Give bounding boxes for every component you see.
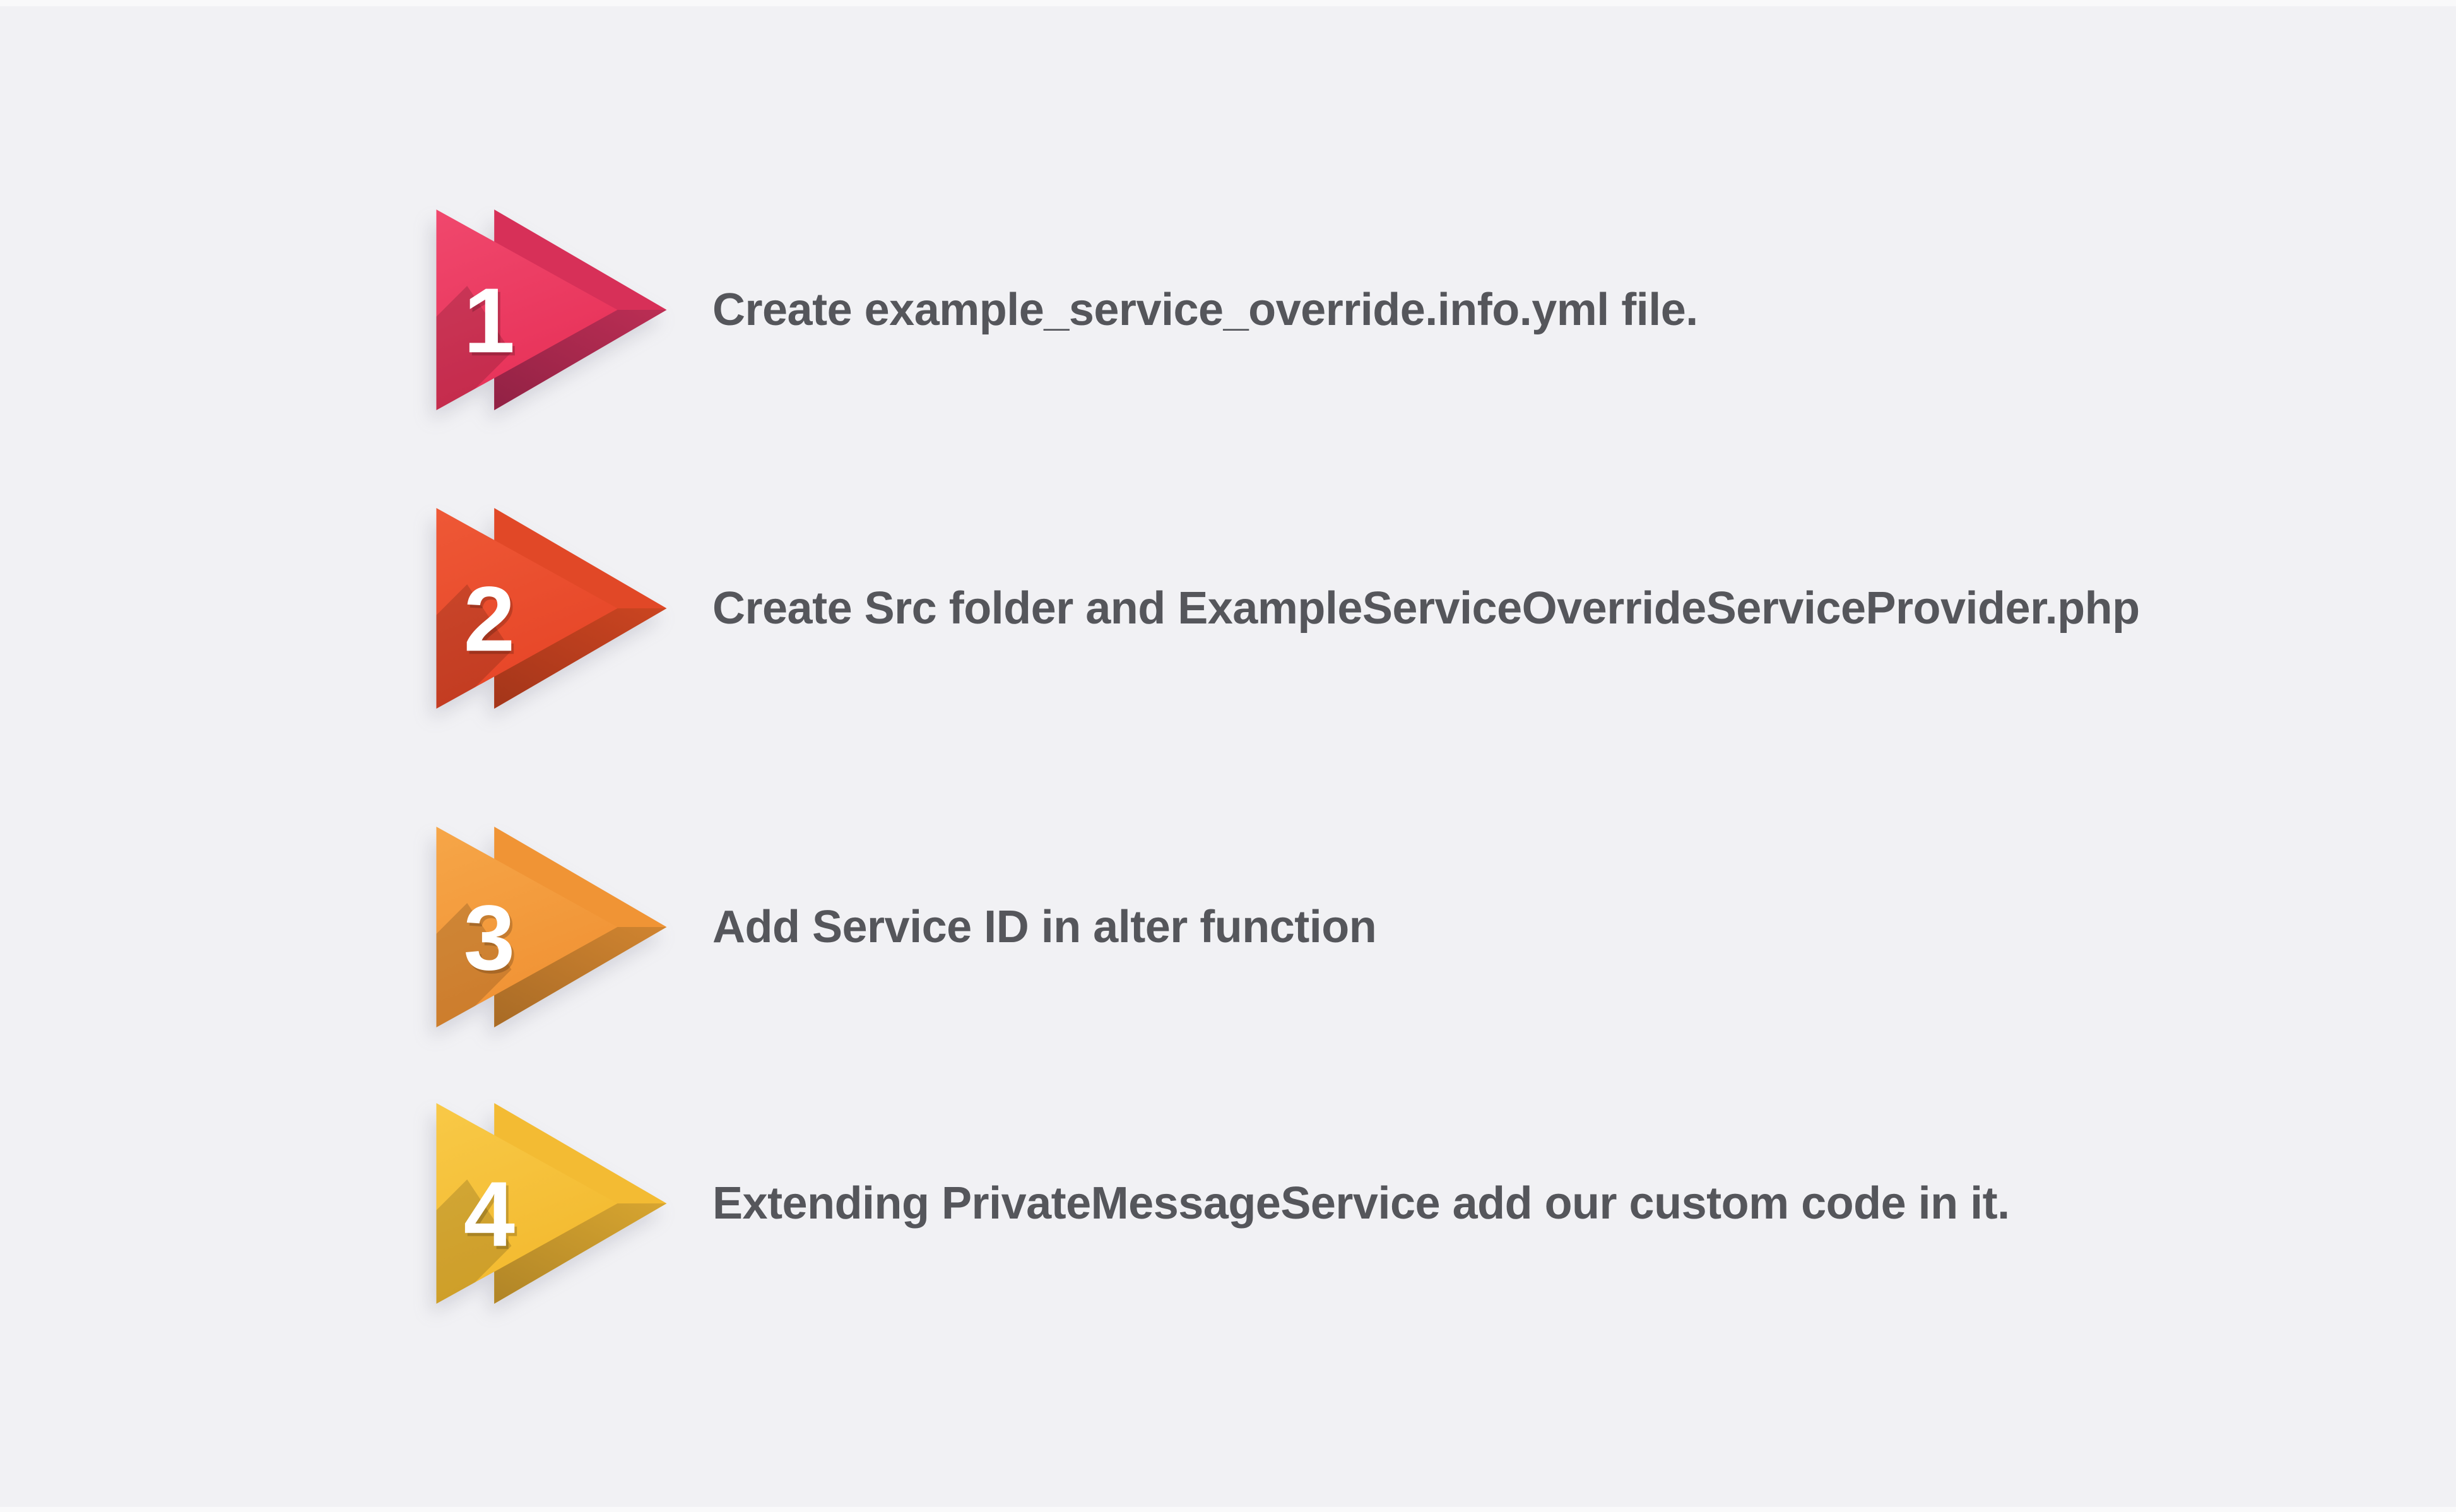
step-number-shadow: 1 [466, 273, 517, 375]
step-row-2: 2 2 Create Src folder and ExampleService… [432, 507, 2140, 710]
step-number: 4 [464, 1163, 515, 1266]
step-number-shadow: 2 [466, 571, 517, 674]
number-long-shadow [436, 902, 512, 1028]
step-label: Extending PrivateMessageService add our … [712, 1178, 2010, 1229]
step-row-3: 3 3 Add Service ID in alter function [432, 825, 1377, 1029]
front-triangle [436, 209, 618, 411]
step-number: 1 [464, 269, 515, 372]
front-triangle [436, 826, 618, 1028]
front-triangle [436, 1102, 618, 1304]
step-label: Create Src folder and ExampleServiceOver… [712, 583, 2140, 634]
double-triangle-right-arrow-icon: 4 4 [436, 1102, 667, 1304]
number-long-shadow [436, 584, 512, 709]
bottom-edge-highlight [0, 1507, 2456, 1512]
double-triangle-right-arrow-icon: 3 3 [436, 826, 667, 1028]
step-row-1: 1 1 Create example_service_override.info… [432, 208, 1698, 411]
double-triangle-right-arrow-icon: 2 2 [436, 507, 667, 709]
step-label: Create example_service_override.info.yml… [712, 285, 1698, 335]
step-number-shadow: 3 [466, 890, 517, 993]
front-triangle [436, 507, 618, 709]
number-long-shadow [436, 1179, 512, 1304]
number-long-shadow [436, 285, 512, 411]
top-edge-highlight [0, 0, 2456, 6]
double-triangle-right-arrow-icon: 1 1 [436, 209, 667, 411]
step-number-shadow: 4 [466, 1166, 517, 1269]
step-number: 2 [464, 568, 515, 671]
step-row-4: 4 4 Extending PrivateMessageService add … [432, 1102, 2010, 1305]
step-label: Add Service ID in alter function [712, 902, 1377, 952]
step-number: 3 [464, 887, 515, 989]
